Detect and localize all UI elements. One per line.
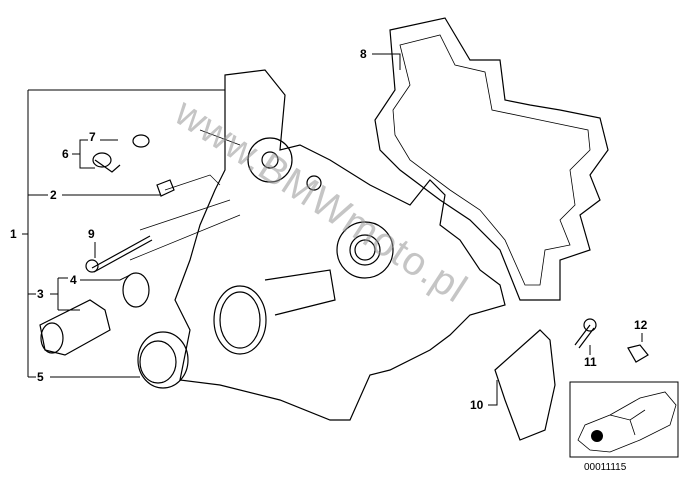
vehicle-inset-frame xyxy=(569,381,679,458)
leader-lines xyxy=(22,53,643,406)
callout-9: 9 xyxy=(88,227,95,241)
callout-7: 7 xyxy=(89,130,96,144)
callout-12: 12 xyxy=(634,318,648,332)
callout-5: 5 xyxy=(37,370,44,384)
callout-8: 8 xyxy=(360,47,367,61)
callout-10: 10 xyxy=(470,398,484,412)
adapter-3 xyxy=(39,299,111,356)
sensor-12 xyxy=(627,344,649,363)
bolt-9 xyxy=(91,235,153,273)
seal-ring-7 xyxy=(132,134,150,148)
plug-6 xyxy=(92,152,112,168)
callout-4: 4 xyxy=(70,273,77,287)
callout-3: 3 xyxy=(37,287,44,301)
callout-11: 11 xyxy=(584,355,597,369)
bracket-10 xyxy=(494,329,556,441)
callout-1: 1 xyxy=(10,227,17,241)
callout-2: 2 xyxy=(50,188,57,202)
timing-cover-outline xyxy=(174,69,506,421)
location-marker xyxy=(591,430,603,442)
diagram-code: 00011115 xyxy=(584,462,627,473)
vehicle-outline xyxy=(577,391,677,453)
callout-6: 6 xyxy=(62,147,69,161)
sleeve-2 xyxy=(156,179,175,197)
gasket-outline xyxy=(374,17,609,301)
oring-4 xyxy=(122,272,150,308)
seal-5 xyxy=(137,331,189,389)
